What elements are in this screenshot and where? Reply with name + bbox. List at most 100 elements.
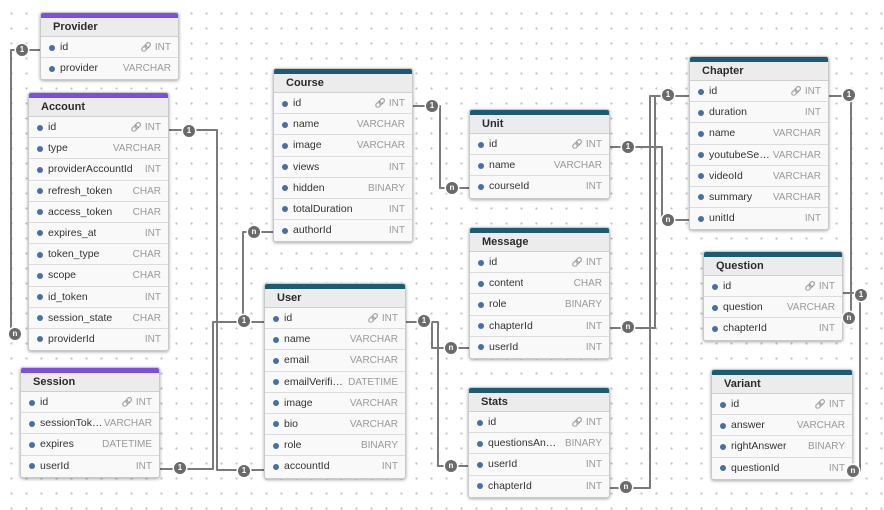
field-row[interactable]: id🔗INT (704, 276, 842, 298)
field-row[interactable]: emailVerifi…DATETIME (265, 371, 405, 393)
field-type-label: INT (585, 341, 602, 353)
field-type: 🔗INT (368, 308, 398, 329)
table-title: Unit (470, 115, 609, 134)
field-name: id_token (48, 290, 88, 303)
badge-one: 1 (843, 89, 855, 101)
field-row[interactable]: id🔗INT (469, 412, 609, 434)
field-dot-icon (37, 315, 43, 322)
field-row[interactable]: id🔗INT (690, 81, 828, 103)
field-row[interactable]: sessionTok…VARCHAR (21, 413, 159, 435)
field-dot-icon (37, 188, 43, 195)
field-dot-icon (720, 465, 726, 472)
field-row[interactable]: id🔗INT (21, 392, 159, 414)
table-accent-bar (274, 69, 412, 74)
badge-many: n (445, 460, 457, 472)
field-type: CHAR (133, 181, 161, 202)
field-type: INT (586, 476, 602, 497)
field-dot-icon (698, 88, 704, 95)
field-type-label: INT (804, 86, 821, 97)
table-title: Stats (469, 393, 609, 412)
field-row[interactable]: id🔗INT (712, 394, 852, 416)
field-type-label: INT (388, 161, 405, 173)
field-name: scope (48, 269, 77, 282)
badge-one: 1 (662, 89, 674, 101)
field-row[interactable]: id🔗INT (470, 134, 609, 156)
table-accent-bar (21, 368, 159, 373)
field-row[interactable]: id🔗INT (274, 93, 412, 115)
field-name: bio (284, 417, 299, 430)
field-row[interactable]: id🔗INT (265, 308, 405, 330)
badge-one: 1 (622, 141, 634, 153)
field-row[interactable]: youtubeSe…VARCHAR (690, 144, 828, 166)
field-name: unitId (709, 212, 735, 225)
field-name: chapterId (489, 319, 533, 332)
field-row[interactable]: id🔗INT (41, 37, 178, 59)
field-name: id (489, 138, 498, 150)
field-type: CHAR (133, 202, 161, 223)
field-dot-icon (282, 100, 288, 107)
field-dot-icon (273, 379, 279, 386)
field-name: questionsAn… (488, 437, 557, 450)
field-row[interactable]: id🔗INT (470, 252, 609, 274)
field-row[interactable]: questionsAn…BINARY (469, 433, 609, 455)
field-type: INT (586, 337, 602, 358)
key-icon: 🔗 (571, 257, 583, 267)
field-type-label: VARCHAR (553, 160, 602, 172)
field-row[interactable]: id🔗INT (29, 117, 168, 139)
